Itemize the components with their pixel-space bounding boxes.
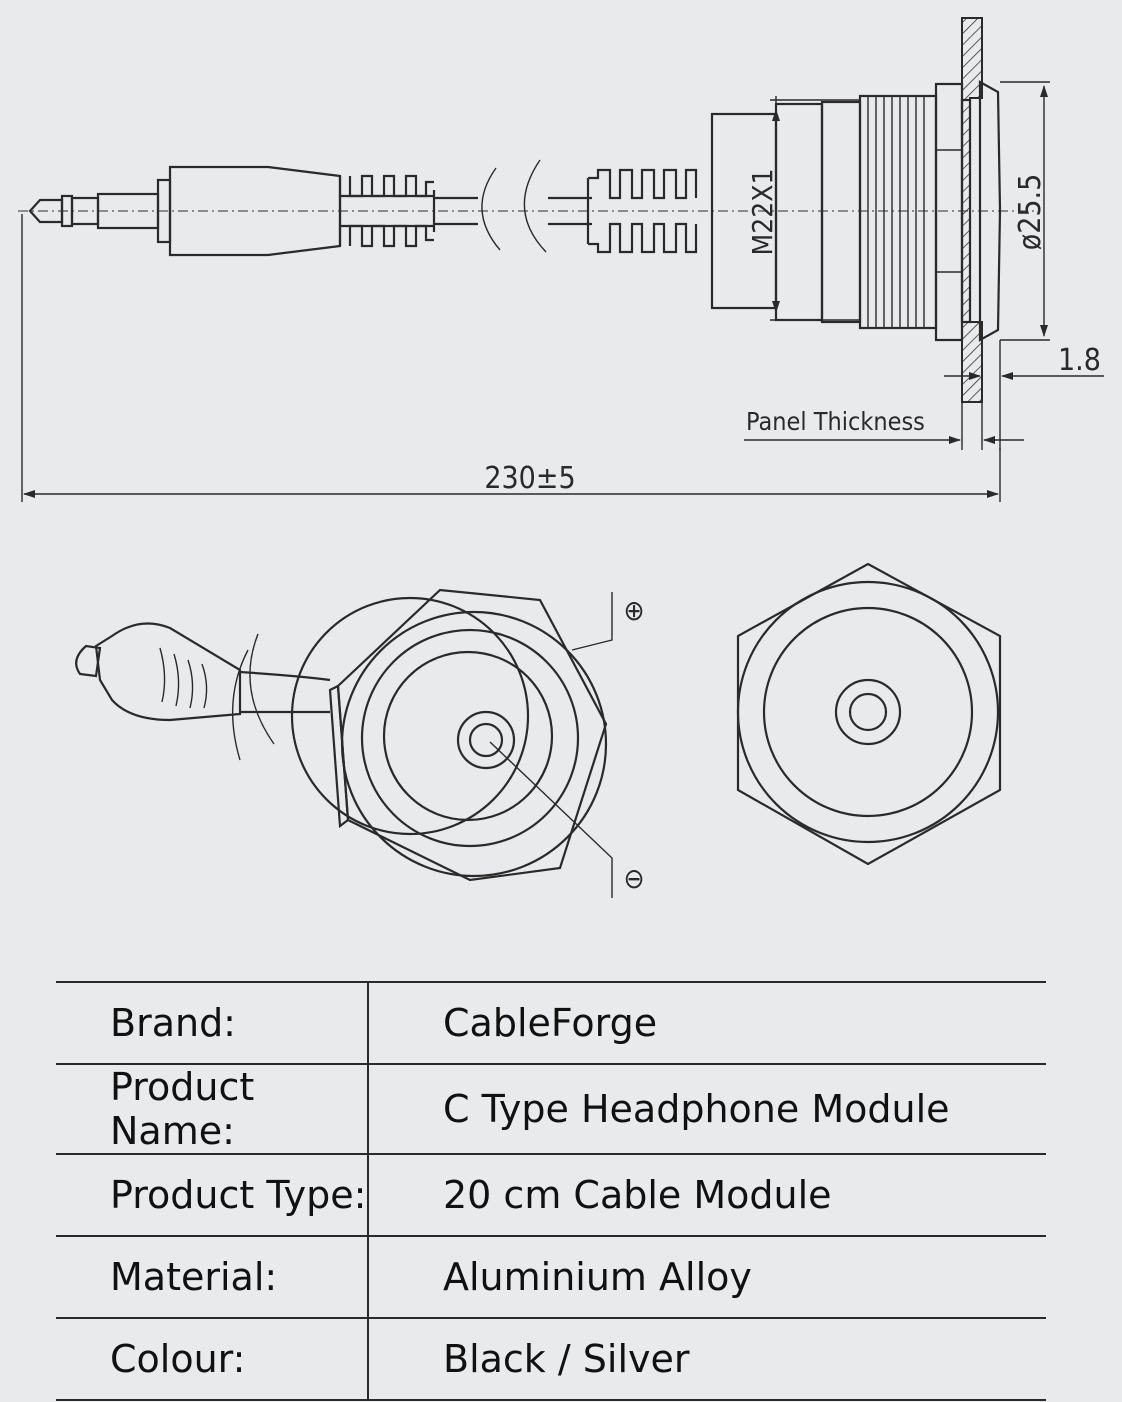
negative-terminal-label: ⊖ [623,862,644,895]
front-view [736,562,1002,866]
total-length-label: 230±5 [484,461,575,496]
flange-thickness-dimension: 1.8 [944,340,1104,450]
diameter-dimension: ø25.5 [1000,81,1050,341]
thread-label: M22X1 [746,168,779,255]
spec-row-material: Material: Aluminium Alloy [56,1235,1046,1319]
spec-label: Product Name: [56,1063,369,1155]
spec-table: Brand: CableForge Product Name: C Type H… [56,981,1046,1401]
panel-thickness-label: Panel Thickness [746,407,925,436]
spec-label: Material: [56,1235,369,1319]
spec-label: Brand: [56,981,369,1065]
perspective-view: ⊕ ⊖ [75,588,645,898]
side-view: M22X1 ø25.5 1.8 Panel Thickness [18,17,1104,502]
spec-value: 20 cm Cable Module [368,1153,1046,1237]
flange-thickness-label: 1.8 [1058,343,1101,378]
spec-value: C Type Headphone Module [368,1063,1046,1155]
spec-label: Colour: [56,1317,369,1401]
spec-value: Black / Silver [368,1317,1046,1401]
spec-value: Aluminium Alloy [368,1235,1046,1319]
total-length-dimension: 230±5 [21,214,1001,502]
spec-value: CableForge [368,981,1046,1065]
spec-label: Product Type: [56,1153,369,1237]
spec-row-product-type: Product Type: 20 cm Cable Module [56,1153,1046,1237]
spec-row-colour: Colour: Black / Silver [56,1317,1046,1401]
module-strain-relief [586,168,698,254]
positive-terminal-label: ⊕ [623,594,644,627]
technical-drawing: M22X1 ø25.5 1.8 Panel Thickness [18,17,1104,898]
spec-row-brand: Brand: CableForge [56,981,1046,1065]
panel-thickness-dimension: Panel Thickness [744,402,1024,450]
spec-row-product-name: Product Name: C Type Headphone Module [56,1063,1046,1155]
cable [434,159,592,253]
diameter-label: ø25.5 [1013,174,1048,251]
panel [961,17,983,403]
thread-dimension: M22X1 [746,96,860,321]
